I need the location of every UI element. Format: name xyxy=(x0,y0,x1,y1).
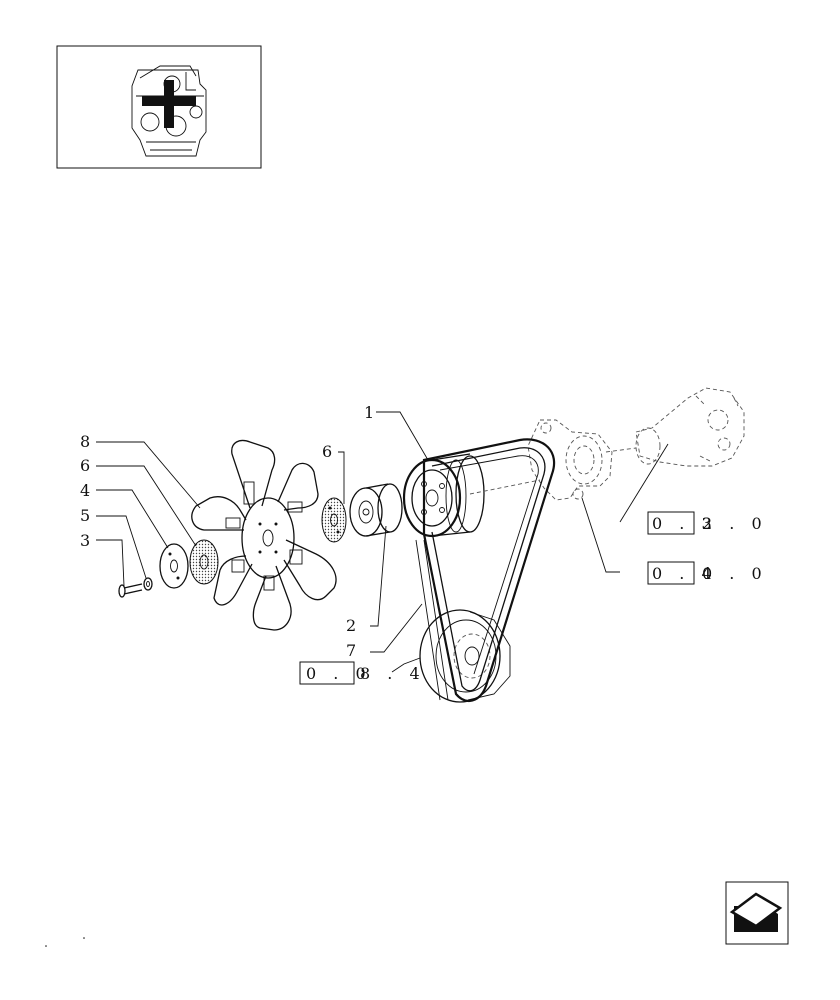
callout-1: 1 xyxy=(364,403,374,422)
washer xyxy=(143,577,153,591)
water-pump-outline xyxy=(635,387,745,467)
reference-0-4-0-0[interactable]: 0 . 4 0 . 0 xyxy=(647,561,768,585)
reference-boxed: 0 . 4 xyxy=(652,564,718,583)
cooling-fan xyxy=(191,439,337,631)
callout-6-right: 6 xyxy=(322,442,332,461)
reference-suffix: 8 . 4 xyxy=(360,664,426,683)
callout-5: 5 xyxy=(80,506,90,525)
reference-suffix: 0 . 0 xyxy=(702,564,768,583)
callout-6-left: 6 xyxy=(80,456,90,475)
dot xyxy=(45,945,47,947)
reference-0-3-2-0[interactable]: 0 . 3 2 . 0 xyxy=(647,511,768,535)
callout-7: 7 xyxy=(346,641,356,660)
callout-3: 3 xyxy=(80,531,90,550)
fan-drive-pulley xyxy=(402,453,541,538)
retaining-plate xyxy=(159,543,189,589)
dot xyxy=(83,937,85,939)
reference-suffix: 2 . 0 xyxy=(702,514,768,533)
leader-lines xyxy=(96,411,669,673)
gasket-left xyxy=(189,539,219,585)
engine-thumbnail[interactable] xyxy=(56,45,262,169)
plus-marker xyxy=(142,80,196,128)
gasket-right xyxy=(321,497,347,543)
back-navigation-button[interactable] xyxy=(725,881,789,945)
reference-boxed: 0 . 3 xyxy=(652,514,718,533)
callouts: 8 6 4 5 3 6 1 2 7 xyxy=(80,403,374,660)
callout-4: 4 xyxy=(80,481,90,500)
reference-boxed: 0 . 0 xyxy=(306,664,372,683)
v-belt xyxy=(415,438,556,703)
callout-2: 2 xyxy=(346,616,356,635)
bolt xyxy=(118,583,143,598)
reference-0-0-8-4[interactable]: 0 . 0 8 . 4 xyxy=(299,661,426,685)
fan-spacer-hub xyxy=(349,483,403,537)
pump-housing-outline xyxy=(527,419,637,501)
callout-8: 8 xyxy=(80,432,90,451)
back-arrow-icon xyxy=(729,892,783,932)
